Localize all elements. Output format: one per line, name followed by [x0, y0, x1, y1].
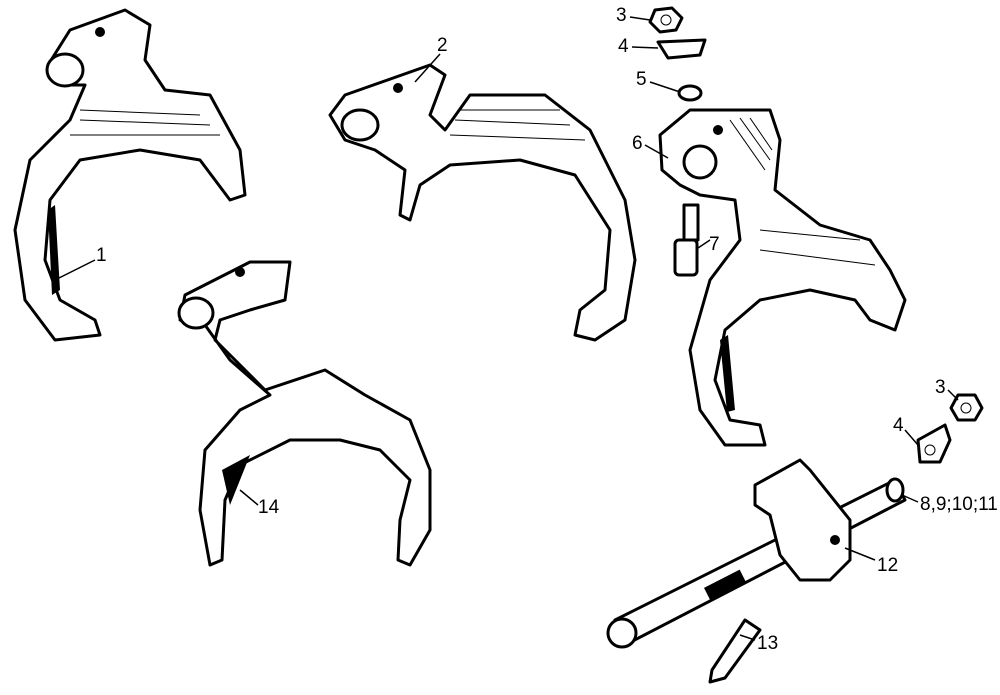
label-part-4-lower: 4	[893, 415, 904, 436]
label-part-14: 14	[258, 497, 280, 518]
label-part-12: 12	[877, 555, 899, 576]
nut-3	[648, 6, 684, 34]
leader-lines	[54, 16, 959, 641]
label-part-1: 1	[96, 245, 107, 266]
tab-washer-4-lower	[916, 423, 952, 464]
label-part-7: 7	[709, 234, 720, 255]
label-part-13: 13	[757, 633, 779, 654]
label-part-2: 2	[437, 35, 448, 56]
nut-3-lower	[949, 393, 984, 422]
selector-fork-14	[177, 260, 432, 567]
selector-fork-2	[328, 63, 637, 342]
label-part-6: 6	[632, 133, 643, 154]
selector-fork-6	[658, 108, 907, 447]
tab-washer-4	[656, 38, 707, 60]
washer-5	[677, 84, 703, 102]
label-part-3-lower: 3	[935, 377, 946, 398]
bracket-12	[753, 458, 852, 582]
selector-fork-1	[13, 8, 247, 342]
label-part-3: 3	[616, 5, 627, 26]
pin-13	[708, 618, 762, 684]
label-part-5: 5	[636, 69, 647, 90]
label-parts-8-11: 8,9;10;11	[920, 494, 998, 515]
pin-7	[673, 203, 700, 277]
label-part-4: 4	[618, 36, 629, 57]
